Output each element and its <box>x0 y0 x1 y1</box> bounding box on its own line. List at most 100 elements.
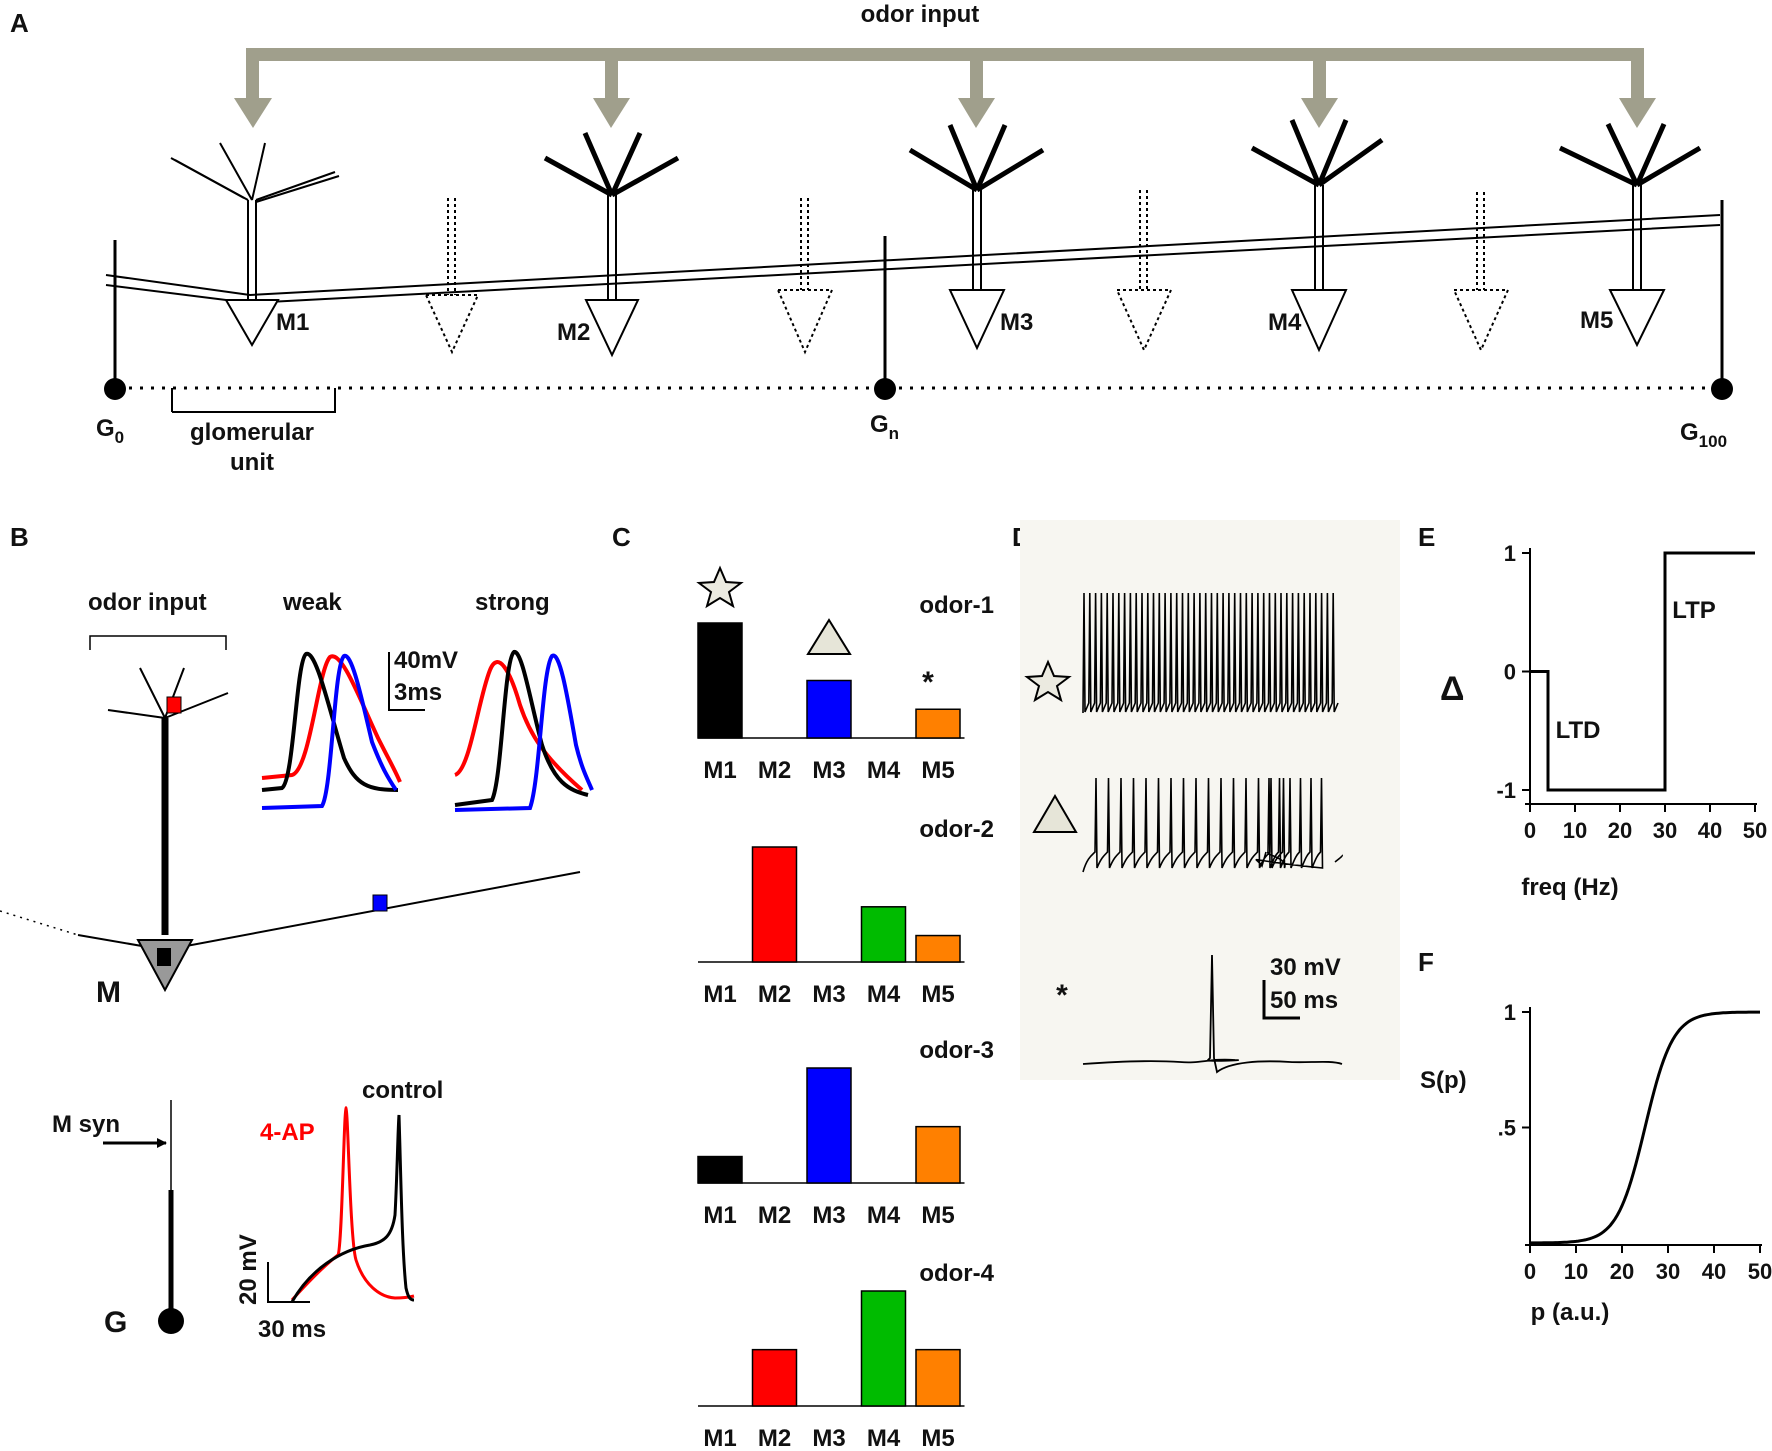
e-ltp-label: LTP <box>1672 597 1716 624</box>
d-trace-bursting <box>1082 777 1343 873</box>
c-star-marker <box>696 565 744 609</box>
bar-tick-label: M2 <box>758 1425 791 1451</box>
bar-M5 <box>915 1125 961 1184</box>
gn-label: Gn <box>870 411 899 443</box>
b-weak-traces <box>261 651 402 810</box>
b-weak-label: weak <box>282 589 342 616</box>
e-y-tick-label: -1 <box>1496 778 1516 803</box>
d-triangle-marker <box>1032 794 1078 833</box>
b-mitral-cell <box>0 667 581 993</box>
mitral-cell-m5 <box>1558 122 1702 348</box>
panel-a-letter: A <box>10 8 29 38</box>
c-triangle-marker <box>806 618 852 655</box>
d-scale-mv: 30 mV <box>1270 954 1341 981</box>
bar-tick-label: M3 <box>812 1202 845 1229</box>
bar-M1 <box>697 1155 743 1184</box>
glomerular-label-2: unit <box>230 449 274 476</box>
f-x-tick-label: 50 <box>1748 1259 1772 1284</box>
bar-M5 <box>915 1348 961 1407</box>
b-granule-soma <box>158 1308 184 1334</box>
bar-tick-label: M3 <box>812 981 845 1008</box>
mitral-cell-dotted-4 <box>1452 192 1510 353</box>
odor-input-label: odor input <box>861 1 980 28</box>
bar-tick-label: M5 <box>921 1425 954 1451</box>
e-x-tick-label: 0 <box>1524 818 1536 843</box>
b-weak-trace-blue <box>261 653 398 810</box>
bar-tick-label: M4 <box>867 1202 901 1229</box>
b-strong-trace-blue <box>454 653 594 812</box>
g0-label: G0 <box>96 415 124 447</box>
f-x-tick-label: 30 <box>1656 1259 1680 1284</box>
bar-tick-label: M5 <box>921 981 954 1008</box>
bar-chart-title: odor-3 <box>919 1037 994 1064</box>
bar-M3 <box>806 1067 852 1184</box>
e-x-tick-label: 50 <box>1743 818 1767 843</box>
b-scale-mv-1: 40mV <box>394 647 458 674</box>
e-xlabel: freq (Hz) <box>1521 874 1618 901</box>
bar-tick-label: M5 <box>921 757 954 784</box>
bar-tick-label: M1 <box>703 981 736 1008</box>
bar-M3 <box>806 679 852 739</box>
b-scale-bar-2 <box>267 1262 310 1303</box>
e-x-tick-label: 10 <box>1563 818 1587 843</box>
bar-chart-title: odor-1 <box>919 592 994 619</box>
d-trace-tonic-fast <box>1082 592 1339 714</box>
f-x-tick-label: 0 <box>1524 1259 1536 1284</box>
mitral-cell-dotted-3 <box>1115 190 1173 353</box>
f-x-tick-label: 20 <box>1610 1259 1634 1284</box>
bar-tick-label: M4 <box>867 1425 901 1451</box>
e-ylabel: Δ <box>1440 670 1464 708</box>
d-background <box>1020 520 1400 1080</box>
bar-chart-title: odor-4 <box>919 1260 994 1287</box>
panel-c-letter: C <box>612 522 631 552</box>
granule-soma-g0 <box>104 378 126 400</box>
b-odor-input-label: odor input <box>88 589 207 616</box>
d-asterisk-marker: * <box>1056 979 1068 1012</box>
bar-tick-label: M3 <box>812 1425 845 1451</box>
e-ltd-label: LTD <box>1556 717 1601 744</box>
e-x-tick-label: 40 <box>1698 818 1722 843</box>
bar-tick-label: M2 <box>758 757 791 784</box>
mitral-cell-m1 <box>170 142 340 347</box>
m1-label: M1 <box>276 309 309 336</box>
b-msyn-label: M syn <box>52 1111 120 1138</box>
b-control-label: control <box>362 1077 443 1104</box>
b-strong-trace-black <box>454 650 589 807</box>
f-y-tick-label: .5 <box>1498 1116 1516 1141</box>
bar-chart-title: odor-2 <box>919 816 994 843</box>
f-xlabel: p (a.u.) <box>1531 1299 1610 1326</box>
panel-e-letter: E <box>1418 522 1435 552</box>
odor-input-arrows <box>234 48 1656 128</box>
b-strong-traces <box>453 650 594 812</box>
b-scale-ms-2: 30 ms <box>258 1316 326 1343</box>
panel-b-letter: B <box>10 522 29 552</box>
e-plasticity-curve <box>1530 551 1755 792</box>
d-scale-bar <box>1262 980 1300 1020</box>
e-y-tick-label: 1 <box>1504 541 1516 566</box>
panel-f-letter: F <box>1418 947 1434 977</box>
glomerular-label-1: glomerular <box>190 419 314 446</box>
bar-tick-label: M1 <box>703 1425 736 1451</box>
f-y-tick-label: 1 <box>1504 1000 1516 1025</box>
mitral-cell-m4 <box>1250 119 1384 353</box>
f-sigmoid-curve <box>1530 1010 1760 1245</box>
d-star-marker <box>1024 659 1072 703</box>
panel-d: D * 30 mV 50 ms <box>1012 520 1400 1080</box>
f-x-tick-label: 40 <box>1702 1259 1726 1284</box>
bar-tick-label: M4 <box>867 981 901 1008</box>
m3-label: M3 <box>1000 309 1033 336</box>
b-g-label: G <box>104 1306 127 1339</box>
mitral-cell-dotted-2 <box>776 198 834 355</box>
b-weak-trace-black <box>261 651 399 792</box>
mitral-cell-m3 <box>908 124 1045 351</box>
bar-chart-odor-4: odor-4M1 M2 M3 M4 M5 <box>698 1260 995 1451</box>
bar-M5 <box>915 708 961 739</box>
m5-label: M5 <box>1580 307 1613 334</box>
bar-M2 <box>751 846 798 963</box>
